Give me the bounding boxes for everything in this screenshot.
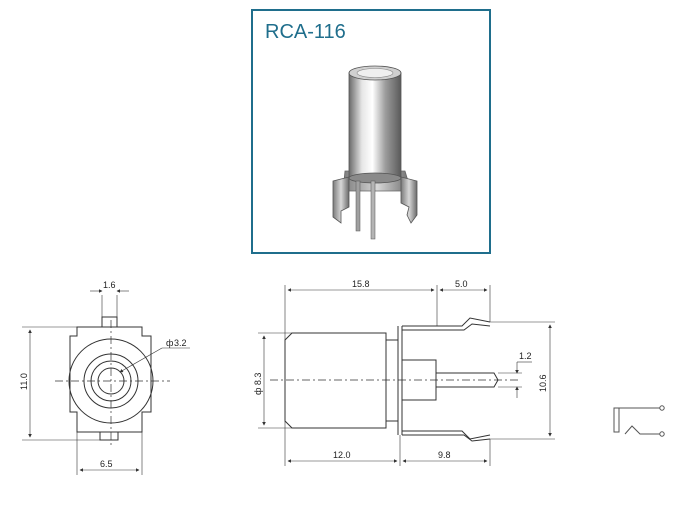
front-view [22, 289, 190, 475]
dim-base-length: 12.0 [333, 450, 351, 460]
side-view [258, 285, 555, 466]
schematic-symbol [613, 405, 665, 437]
dim-hole-diameter-symbol: ф [166, 338, 174, 348]
dim-bottom-width: 6.5 [100, 459, 113, 469]
front-body-outline [69, 326, 152, 433]
dim-pin-length: 9.8 [438, 450, 451, 460]
dim-total-height: 10.6 [538, 374, 548, 392]
schematic-tip [624, 425, 660, 435]
schematic-sleeve [613, 407, 620, 433]
product-photo [332, 65, 418, 240]
front-bottom-tab [99, 431, 119, 441]
dim-tab-length: 5.0 [455, 279, 468, 289]
dim-pin-width: 1.2 [519, 351, 532, 361]
dim-top-width: 1.6 [103, 280, 116, 290]
side-bottom-bracket [402, 430, 491, 440]
dim-hole-diameter: 3.2 [174, 338, 187, 348]
front-top-tab [101, 316, 118, 328]
side-top-bracket [402, 317, 491, 327]
dim-body-diameter: ф 8.3 [253, 373, 263, 395]
dim-body-length: 15.8 [352, 279, 370, 289]
side-body [284, 332, 387, 429]
product-photo-frame: RCA-116 [251, 9, 491, 254]
model-title: RCA-116 [265, 21, 346, 43]
dim-height: 11.0 [19, 373, 29, 390]
